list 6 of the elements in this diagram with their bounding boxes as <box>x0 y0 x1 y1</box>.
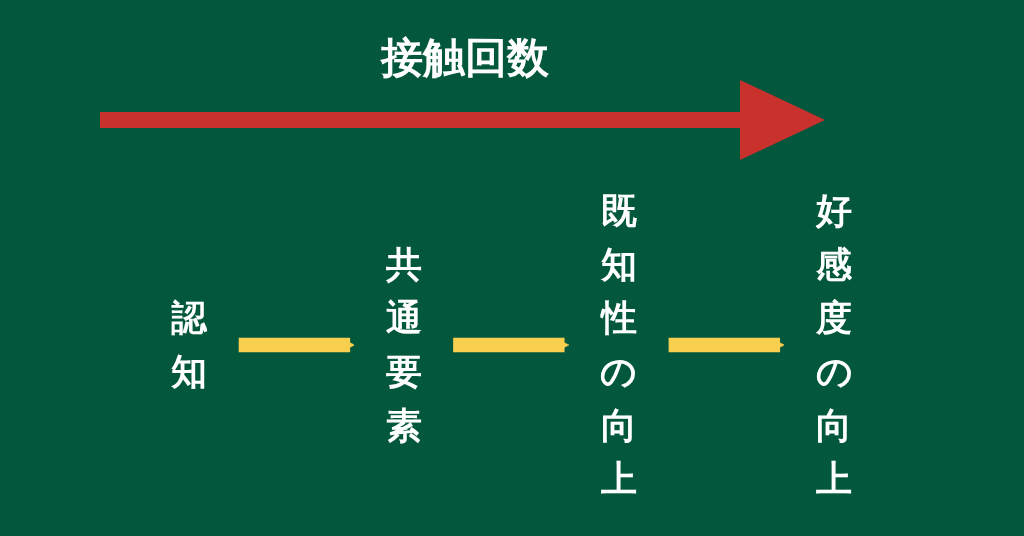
node-text: 好感度の向上 <box>815 189 853 500</box>
axis-label: 接触回数 <box>381 33 549 82</box>
arrow <box>668 337 785 353</box>
node-text: 共通要素 <box>385 243 422 446</box>
arrow <box>453 337 570 353</box>
arrow <box>238 337 355 353</box>
